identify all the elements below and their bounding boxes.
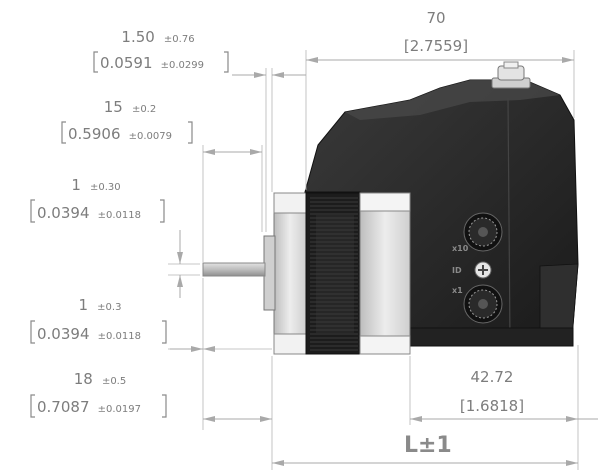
svg-text:1 ±0.3: 1 ±0.3 [79,295,122,314]
switch-label-x10: x10 [452,244,469,253]
dim-15-inch-tol: ±0.0079 [129,131,172,142]
rotary-switch-bottom [463,284,503,324]
svg-text:0.5906 ±0.0079: 0.5906 ±0.0079 [68,124,172,143]
id-screw [474,261,492,279]
dim-42-72-mm: 42.72 [471,368,514,386]
dim-70: 70 [2.7559] [404,9,468,55]
svg-text:18 ±0.5: 18 ±0.5 [74,369,126,388]
dim-18-mm: 18 [74,370,93,388]
dimension-lines [170,57,598,466]
dim-1-top-inch: 0.0394 [37,204,90,222]
dim-18: 18 ±0.5 0.7087 ±0.0197 [30,369,167,418]
switch-label-x1: x1 [452,286,463,295]
length-tolerance: ±1 [418,433,452,458]
id-label: ID [452,266,462,275]
pilot-boss [263,235,276,311]
dim-1-top: 1 ±0.30 0.0394 ±0.0118 [30,175,165,223]
dim-1-50-mm-tol: ±0.76 [164,34,195,45]
svg-text:1 ±0.30: 1 ±0.30 [71,175,120,194]
dim-15-mm: 15 [104,98,123,116]
dim-18-inch-tol: ±0.0197 [98,404,141,415]
dim-1-top-inch-tol: ±0.0118 [98,210,141,221]
stator-core [305,192,363,355]
svg-text:0.0394 ±0.0118: 0.0394 ±0.0118 [37,324,141,343]
dim-42-72: 42.72 [1.6818] [460,368,524,415]
dim-1-50-inch: 0.0591 [100,54,153,72]
dim-70-inch: [2.7559] [404,37,468,55]
dim-1-bottom: 1 ±0.3 0.0394 ±0.0118 [30,295,167,344]
dim-18-inch: 0.7087 [37,398,90,416]
dim-1-bottom-inch: 0.0394 [37,325,90,343]
dim-15-mm-tol: ±0.2 [132,104,156,115]
svg-text:0.7087 ±0.0197: 0.7087 ±0.0197 [37,397,141,416]
housing-top-face [345,80,560,120]
front-flange [273,192,307,355]
dim-42-72-inch: [1.6818] [460,397,524,415]
dim-1-bottom-mm: 1 [79,296,89,314]
dim-1-50-mm: 1.50 [121,28,154,46]
dim-1-top-mm-tol: ±0.30 [90,182,121,193]
dim-length: L ±1 [404,433,452,458]
rotary-switch-top [463,212,503,252]
motor-shaft [202,262,266,277]
dim-1-50-inch-tol: ±0.0299 [161,60,204,71]
dim-1-bottom-mm-tol: ±0.3 [97,302,121,313]
dim-1-50: 1.50 ±0.76 0.0591 ±0.0299 [93,27,229,73]
dim-1-bottom-inch-tol: ±0.0118 [98,331,141,342]
dim-70-mm: 70 [426,9,445,27]
motor-body: x10 ID x1 [202,61,579,355]
dim-18-mm-tol: ±0.5 [102,376,126,387]
svg-text:0.0591 ±0.0299: 0.0591 ±0.0299 [100,53,204,72]
dim-15-inch: 0.5906 [68,125,121,143]
rear-flange [359,192,411,355]
length-symbol: L [404,433,418,458]
top-connector [491,61,531,89]
svg-text:1.50 ±0.76: 1.50 ±0.76 [121,27,194,46]
svg-text:15 ±0.2: 15 ±0.2 [104,97,156,116]
dim-1-top-mm: 1 [71,176,81,194]
svg-text:0.0394 ±0.0118: 0.0394 ±0.0118 [37,203,141,222]
dim-15: 15 ±0.2 0.5906 ±0.0079 [61,97,193,144]
